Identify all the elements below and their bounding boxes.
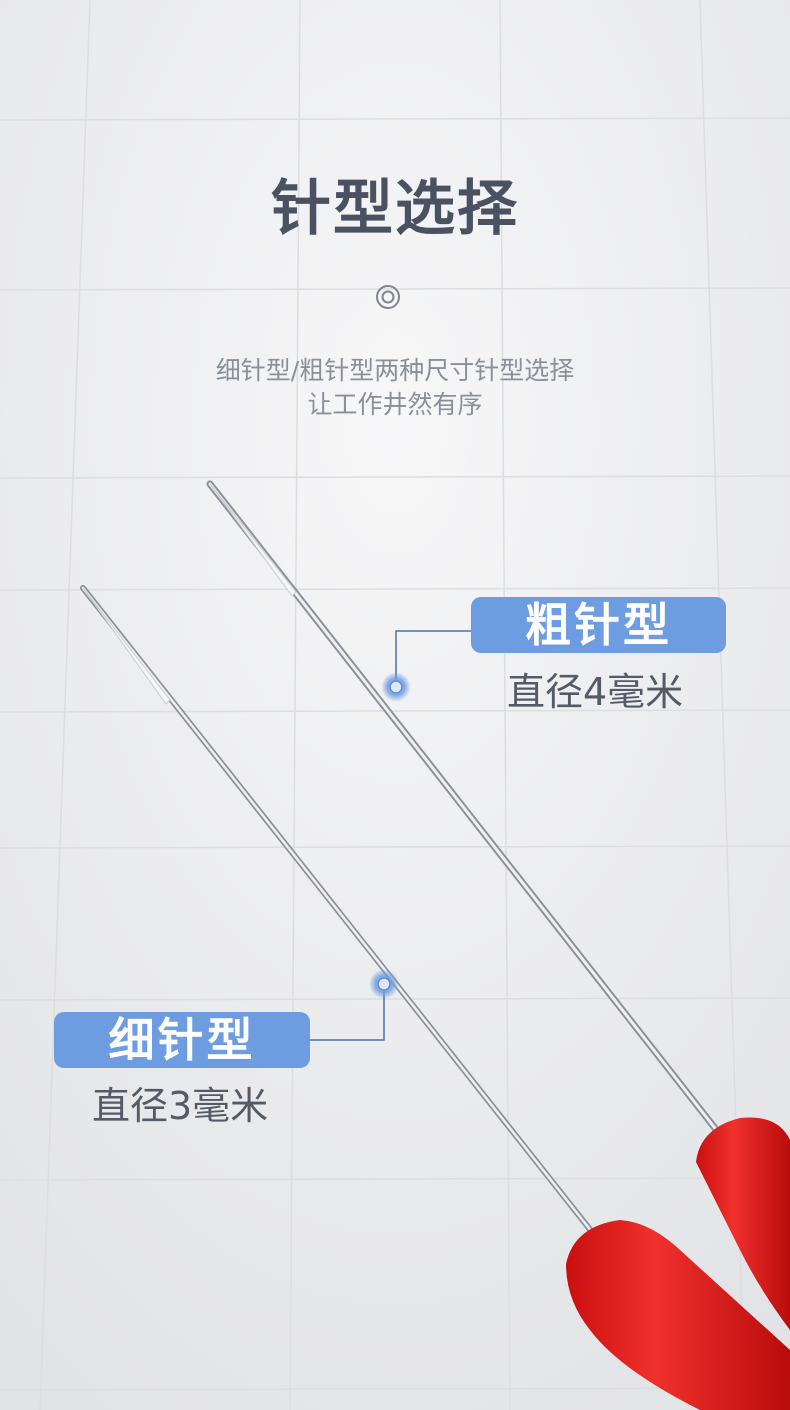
subtitle-line-2: 让工作井然有序 [307, 390, 483, 419]
thick-needle-diameter: 直径4毫米 [507, 670, 684, 714]
thick-marker-dot [381, 672, 411, 702]
thin-needle-handle [566, 1220, 790, 1410]
thick-needle [206, 480, 722, 1136]
thin-needle [80, 585, 595, 1235]
subtitle-line-1: 细针型/粗针型两种尺寸针型选择 [215, 356, 575, 385]
thick-needle-label: 粗针型 [471, 597, 726, 653]
thin-needle-diameter: 直径3毫米 [92, 1084, 269, 1128]
thick-callout-line [395, 630, 471, 686]
thick-needle-handle [696, 1117, 790, 1330]
thin-marker-dot [369, 969, 399, 999]
target-circle-icon [376, 285, 400, 309]
thin-needle-label: 细针型 [54, 1012, 310, 1068]
page-title: 针型选择 [271, 174, 519, 244]
thin-callout-line [310, 984, 385, 1041]
